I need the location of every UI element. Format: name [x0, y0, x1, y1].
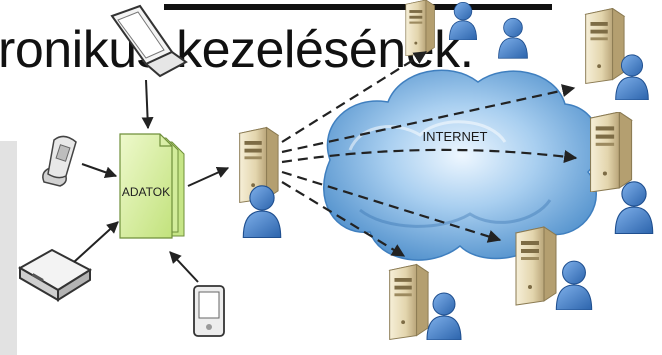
laptop-icon: [110, 4, 188, 78]
data-documents: [119, 133, 185, 239]
left-side-panel: [0, 141, 17, 355]
person-bottom-right: [555, 260, 593, 310]
title-underline: [164, 4, 552, 10]
server-bottom: [389, 264, 429, 340]
server-top-right: [585, 8, 625, 84]
slide-title: ronikus kezelésének.: [0, 21, 474, 79]
cloud-label: INTERNET: [423, 129, 488, 144]
internet-cloud: [322, 69, 601, 261]
dashed-connection-arrows: [281, 51, 578, 257]
pda-icon: [193, 285, 225, 337]
data-label: ADATOK: [122, 185, 170, 199]
person-bottom: [426, 292, 462, 340]
server-bottom-right: [515, 226, 557, 306]
router-icon: [17, 248, 93, 302]
person-top-middle: [498, 17, 528, 59]
server-top-left: [405, 0, 435, 56]
mobile-phone-icon: [42, 135, 77, 187]
person-right: [614, 181, 654, 234]
person-top-left: [448, 1, 478, 40]
input-arrows: [73, 79, 230, 283]
server-right: [590, 112, 633, 192]
